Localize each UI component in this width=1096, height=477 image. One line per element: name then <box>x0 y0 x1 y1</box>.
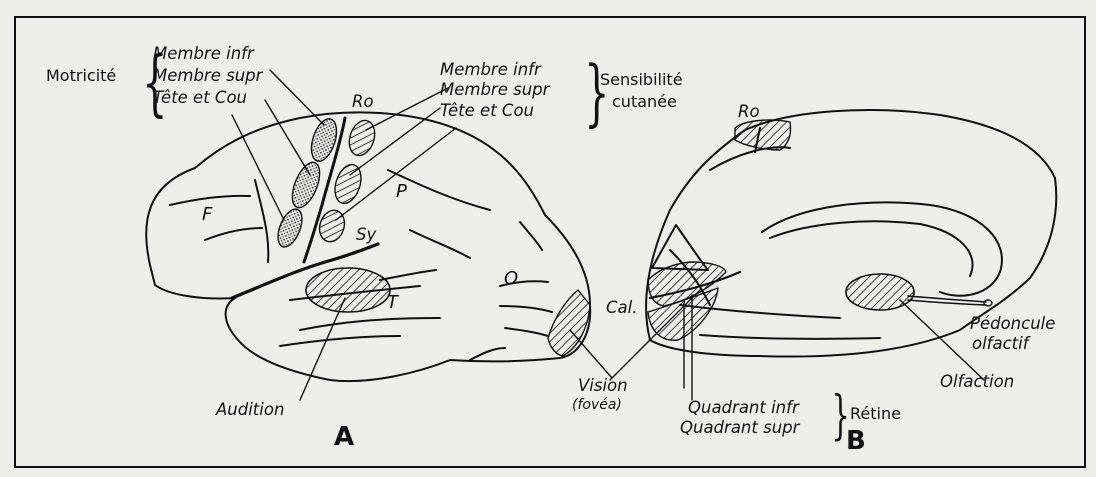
o-label: O <box>504 270 518 288</box>
ro-label-a: Ro <box>352 94 374 111</box>
f-label: F <box>202 206 212 224</box>
sensory-item-lower-limb: Membre infr <box>440 62 541 79</box>
quadrant-sup-label: Quadrant supr <box>680 420 799 437</box>
sensibilite-label: Sensibilité <box>600 72 683 88</box>
cutanee-label: cutanée <box>612 94 677 110</box>
motor-item-lower-limb: Membre infr <box>153 46 254 63</box>
p-label: P <box>396 183 407 201</box>
olfactory-area <box>846 274 914 310</box>
motor-area-upper-limb <box>287 159 325 212</box>
vision-label: Vision <box>578 378 628 395</box>
panel-a-letter: A <box>334 424 354 450</box>
ro-label-b: Ro <box>738 104 760 121</box>
panel-b-letter: B <box>846 428 866 454</box>
t-label: T <box>387 294 398 312</box>
motricite-label: Motricité <box>46 68 116 84</box>
retine-label: Rétine <box>850 406 901 422</box>
motor-area-head-neck <box>273 206 307 251</box>
audition-label: Audition <box>216 402 284 419</box>
motor-item-upper-limb: Membre supr <box>153 68 262 85</box>
olfaction-label: Olfaction <box>940 374 1014 391</box>
cal-label: Cal. <box>606 300 637 317</box>
sensibilite-brace: } <box>584 56 609 128</box>
fovea-label: (fovéa) <box>572 398 622 412</box>
sy-label: Sy <box>356 227 376 244</box>
motor-item-head-neck: Tête et Cou <box>153 90 247 107</box>
olfactif-label: olfactif <box>972 336 1029 353</box>
sensory-item-upper-limb: Membre supr <box>440 82 549 99</box>
pedoncule-label: Pédoncule <box>970 316 1055 333</box>
quadrant-inf-label: Quadrant infr <box>688 400 799 417</box>
sensory-item-head-neck: Tête et Cou <box>440 103 534 120</box>
sensory-area-lower-limb <box>345 117 379 159</box>
paracentral-area <box>735 120 791 150</box>
auditory-area <box>306 268 390 312</box>
